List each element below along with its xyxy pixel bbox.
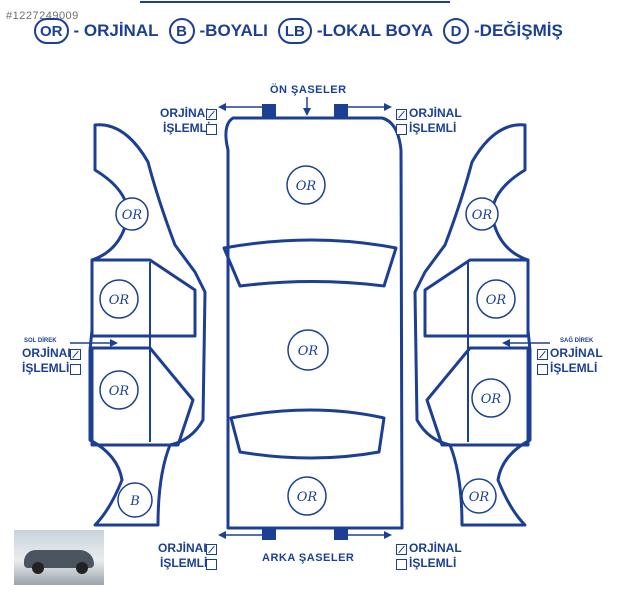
front-right-original-checkbox[interactable] xyxy=(396,109,407,120)
rear-chassis-title: ARKA ŞASELER xyxy=(262,552,355,564)
right-side-outline xyxy=(413,123,532,527)
rear-right-arrowhead xyxy=(384,531,392,539)
rear-chassis-right xyxy=(334,528,348,540)
legend: OR - ORJİNAL B -BOYALI LB -LOKAL BOYA D … xyxy=(34,14,573,48)
trunk-mark-circle xyxy=(287,476,327,516)
front-left-processed-label: İŞLEMLİ xyxy=(163,121,211,135)
left-pillar-processed-checkbox[interactable] xyxy=(70,364,81,375)
front-right-processed-checkbox[interactable] xyxy=(396,124,407,135)
roof-mark-circle xyxy=(287,329,329,371)
rear-chassis-left xyxy=(262,528,276,540)
left-pillar-original-label: ORJİNAL xyxy=(22,346,75,360)
right-front-door-mark-circle xyxy=(476,279,516,319)
car-body-outline xyxy=(224,116,404,530)
front-chassis-left xyxy=(262,104,276,118)
right-front-door-mark: OR xyxy=(486,293,507,308)
right-rear-fender-mark-circle xyxy=(461,478,497,514)
right-pillar-title: SAĞ DİREK xyxy=(560,338,594,344)
right-front-door-outline xyxy=(423,258,530,338)
right-front-fender-mark-circle xyxy=(465,197,499,231)
rear-left-arrowhead xyxy=(218,531,226,539)
left-front-fender-mark: OR xyxy=(122,208,143,223)
legend-code-or: OR xyxy=(34,18,69,44)
front-left-processed-checkbox[interactable] xyxy=(206,124,217,135)
thumbnail-wheel-front xyxy=(32,562,44,574)
left-rear-door-outline xyxy=(90,346,195,447)
right-rear-fender-mark: OR xyxy=(469,490,490,505)
legend-text-lb: -LOKAL BOYA xyxy=(316,21,434,40)
left-front-door-mark-circle xyxy=(99,279,139,319)
right-pillar-processed-checkbox[interactable] xyxy=(537,364,548,375)
rear-left-processed-checkbox[interactable] xyxy=(206,559,217,570)
front-left-original-checkbox[interactable] xyxy=(206,109,217,120)
rear-left-original-label: ORJİNAL xyxy=(158,541,211,555)
rear-window xyxy=(229,408,386,460)
legend-code-d: D xyxy=(443,18,470,44)
left-front-fender-mark-circle xyxy=(115,197,149,231)
right-pillar-original-label: ORJİNAL xyxy=(550,346,603,360)
hood-mark-circle xyxy=(286,165,326,205)
left-pillar-arrowhead xyxy=(110,339,118,347)
front-chassis-title: ÖN ŞASELER xyxy=(270,84,347,96)
right-rear-door-mark: OR xyxy=(481,392,502,407)
car-thumbnail[interactable] xyxy=(14,530,104,585)
front-right-original-label: ORJİNAL xyxy=(409,106,462,120)
right-rear-door-mark-circle xyxy=(471,378,511,418)
legend-code-b: B xyxy=(168,18,195,44)
left-pillar-processed-label: İŞLEMLİ xyxy=(22,361,70,375)
left-pillar-title: SOL DİREK xyxy=(24,338,57,344)
right-pillar-arrowhead xyxy=(502,339,510,347)
left-front-door-mark: OR xyxy=(109,293,130,308)
left-rear-door-mark-circle xyxy=(99,370,139,410)
trunk-mark: OR xyxy=(297,490,318,505)
rear-left-original-checkbox[interactable] xyxy=(206,544,217,555)
hood-mark: OR xyxy=(296,179,317,194)
left-front-door-outline xyxy=(90,258,197,338)
thumbnail-wheel-rear xyxy=(76,562,88,574)
front-left-arrowhead xyxy=(218,103,226,111)
legend-text-b: -BOYALI xyxy=(199,21,268,40)
left-side-outline xyxy=(88,123,207,527)
roof-mark: OR xyxy=(298,344,319,359)
legend-text-or: - ORJİNAL xyxy=(73,21,159,40)
right-front-fender-mark: OR xyxy=(472,208,493,223)
legend-text-d: -DEĞİŞMİŞ xyxy=(474,21,563,40)
front-label-arrowhead xyxy=(303,108,311,116)
rear-left-processed-label: İŞLEMLİ xyxy=(160,556,208,570)
left-rear-fender-mark-circle xyxy=(117,482,153,518)
left-rear-fender-mark: B xyxy=(129,494,140,509)
legend-code-lb: LB xyxy=(277,18,312,44)
rear-right-original-checkbox[interactable] xyxy=(396,544,407,555)
front-chassis-right xyxy=(334,104,348,118)
front-right-processed-label: İŞLEMLİ xyxy=(409,121,457,135)
front-left-original-label: ORJİNAL xyxy=(160,106,213,120)
left-rear-door-mark: OR xyxy=(109,384,130,399)
left-pillar-original-checkbox[interactable] xyxy=(70,349,81,360)
right-pillar-original-checkbox[interactable] xyxy=(537,349,548,360)
rear-right-processed-label: İŞLEMLİ xyxy=(409,556,457,570)
rear-right-processed-checkbox[interactable] xyxy=(396,559,407,570)
rear-right-original-label: ORJİNAL xyxy=(409,541,462,555)
front-right-arrowhead xyxy=(384,103,392,111)
right-rear-door-outline xyxy=(425,346,530,447)
windshield xyxy=(222,238,398,288)
right-pillar-processed-label: İŞLEMLİ xyxy=(550,361,598,375)
